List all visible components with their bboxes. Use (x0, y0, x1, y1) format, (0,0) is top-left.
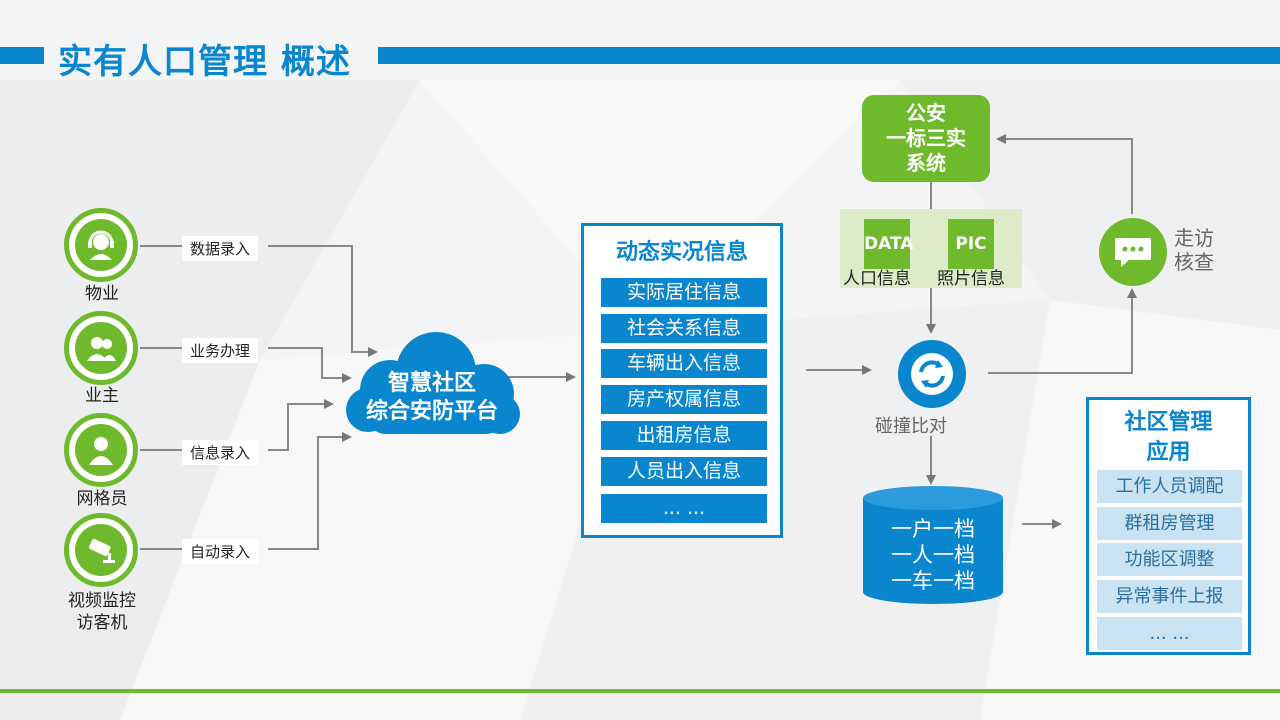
community-app-panel: 社区管理 应用 工作人员调配 群租房管理 功能区调整 异常事件上报 ... ..… (1086, 397, 1251, 655)
source-label-grid-worker: 网格员 (76, 489, 128, 509)
page-title: 实有人口管理 概述 (58, 42, 351, 82)
compare-label: 碰撞比对 (875, 416, 947, 437)
chat-icon (1115, 238, 1151, 267)
app-item: 工作人员调配 (1097, 470, 1242, 503)
police-line-3: 系统 (906, 151, 946, 175)
community-app-title: 社区管理 应用 (1089, 408, 1248, 468)
platform-line-1: 智慧社区 (387, 371, 476, 396)
platform-cloud-label: 智慧社区 综合安防平台 (342, 370, 522, 426)
data-panel: DATA 人口信息 PIC 照片信息 (840, 209, 1022, 289)
info-item-more: ... ... (601, 494, 767, 523)
customer-service-icon (75, 219, 127, 271)
bottom-divider (0, 689, 1280, 693)
info-item: 车辆出入信息 (601, 349, 767, 378)
database-label: 一户一档 一人一档 一车一档 (863, 516, 1003, 594)
connector-label-info-entry: 信息录入 (182, 440, 259, 465)
police-system-node: 公安 一标三实 系统 (862, 95, 990, 182)
grid-worker-source-node (64, 413, 138, 487)
platform-line-2: 综合安防平台 (365, 399, 498, 424)
visit-line-2: 核查 (1174, 250, 1214, 274)
visit-label: 走访 核查 (1174, 226, 1224, 274)
info-item: 实际居住信息 (601, 278, 767, 307)
visit-node (1099, 218, 1167, 286)
police-line-2: 一标三实 (886, 126, 966, 150)
connector-label-business: 业务办理 (182, 338, 259, 363)
app-item: 群租房管理 (1097, 507, 1242, 540)
info-item: 社会关系信息 (601, 314, 767, 343)
source-label-property: 物业 (85, 284, 119, 304)
population-info-label: 人口信息 (843, 269, 911, 289)
database-line: 一户一档 (891, 517, 975, 541)
cloud-shape (346, 332, 520, 434)
community-app-title-line-1: 社区管理 (1124, 410, 1213, 435)
visit-line-1: 走访 (1174, 226, 1214, 250)
camera-icon (75, 524, 127, 576)
title-bar-left (0, 47, 44, 64)
users-icon (75, 322, 127, 374)
camera-source-node (64, 513, 138, 587)
info-item: 房产权属信息 (601, 385, 767, 414)
database-cylinder (863, 486, 1003, 604)
app-item: 异常事件上报 (1097, 580, 1242, 613)
source-label-owner: 业主 (85, 386, 119, 406)
info-item: 人员出入信息 (601, 457, 767, 486)
app-item: 功能区调整 (1097, 543, 1242, 576)
property-source-node (64, 208, 138, 282)
owner-source-node (64, 311, 138, 385)
connector-label-auto-entry: 自动录入 (182, 539, 259, 564)
source-label-camera: 视频监控 访客机 (68, 591, 136, 633)
connector-label-data-entry: 数据录入 (182, 236, 259, 261)
photo-info-label: 照片信息 (937, 269, 1005, 289)
sync-icon (911, 353, 953, 395)
database-line: 一人一档 (891, 543, 975, 567)
community-app-title-line-2: 应用 (1146, 440, 1191, 465)
dynamic-info-title: 动态实况信息 (615, 240, 748, 265)
police-line-1: 公安 (906, 101, 946, 125)
sync-node (898, 340, 966, 408)
app-item-more: ... ... (1097, 617, 1242, 650)
pic-tile: PIC (948, 219, 994, 269)
dynamic-info-panel: 动态实况信息 实际居住信息 社会关系信息 车辆出入信息 房产权属信息 出租房信息… (581, 223, 783, 538)
title-bar-right (378, 47, 1280, 64)
database-line: 一车一档 (891, 569, 975, 593)
data-tile: DATA (864, 219, 913, 269)
person-icon (75, 424, 127, 476)
info-item: 出租房信息 (601, 421, 767, 450)
